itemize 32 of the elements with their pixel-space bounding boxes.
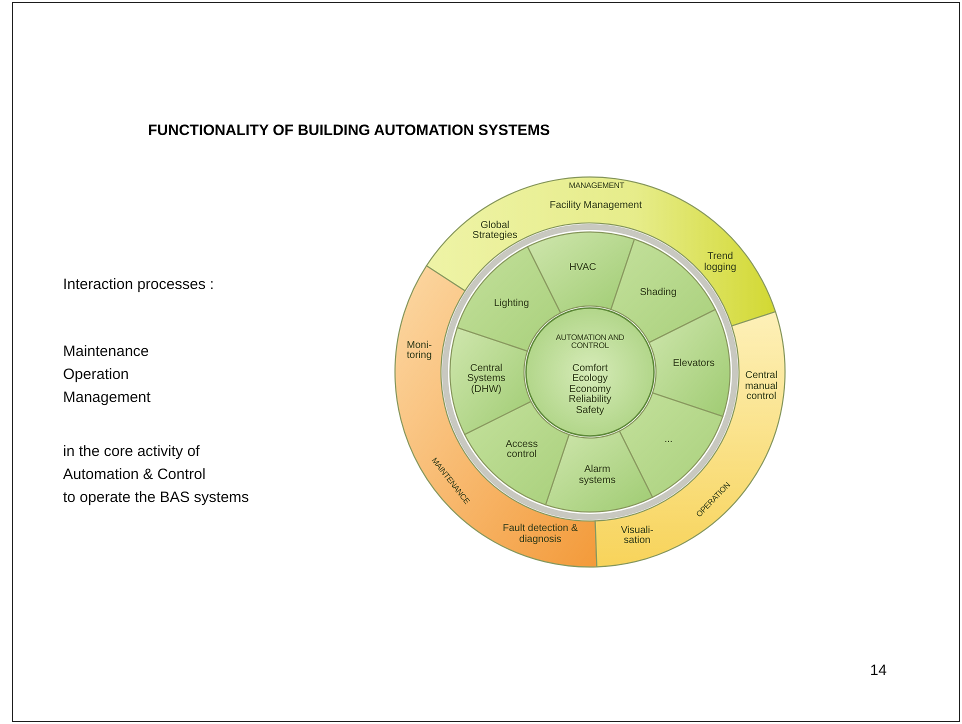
center-circle <box>525 307 655 437</box>
body-text: Operation <box>63 365 129 385</box>
segment-label: Global Strategies <box>471 220 518 242</box>
body-text: Maintenance <box>63 342 149 362</box>
segment-label: Facility Management <box>550 200 642 212</box>
segment-label: Shading <box>640 288 677 299</box>
body-text: Automation & Control <box>63 465 206 485</box>
segment-label: Elevators <box>672 359 715 370</box>
body-text: to operate the BAS systems <box>63 488 249 508</box>
segment-label: Moni-toring <box>406 340 433 362</box>
segment-label: ... <box>664 434 673 446</box>
segment-label: Fault detection & diagnosis <box>502 524 579 546</box>
body-text: in the core activity of <box>63 442 200 462</box>
body-text: Interaction processes : <box>63 275 214 295</box>
segment-heading: AUTOMATION AND CONTROL <box>554 334 626 350</box>
segment-label: HVAC <box>569 263 596 274</box>
segment-label: Visuali-sation <box>620 526 654 547</box>
title: FUNCTIONALITY OF BUILDING AUTOMATION SYSTEMS <box>148 121 550 141</box>
segment-label: Central Systems (DHW) <box>466 364 506 395</box>
segment-label: Access control <box>504 440 539 461</box>
segment-label: Comfort Ecology Economy Reliability Safety <box>568 364 612 416</box>
segment-label: Trend logging <box>703 252 738 274</box>
segment-label: Alarm systems <box>578 465 617 486</box>
wheel-sector <box>544 430 654 513</box>
wheel-sector <box>449 326 532 436</box>
segment-label: Central manual control <box>744 371 779 403</box>
page-number: 14 <box>870 661 887 681</box>
segment-label: Lighting <box>494 298 530 310</box>
wheel-sector <box>526 231 636 314</box>
body-text: Management <box>63 388 151 408</box>
segment-heading: MANAGEMENT <box>568 182 624 190</box>
wheel-sector <box>648 308 731 418</box>
